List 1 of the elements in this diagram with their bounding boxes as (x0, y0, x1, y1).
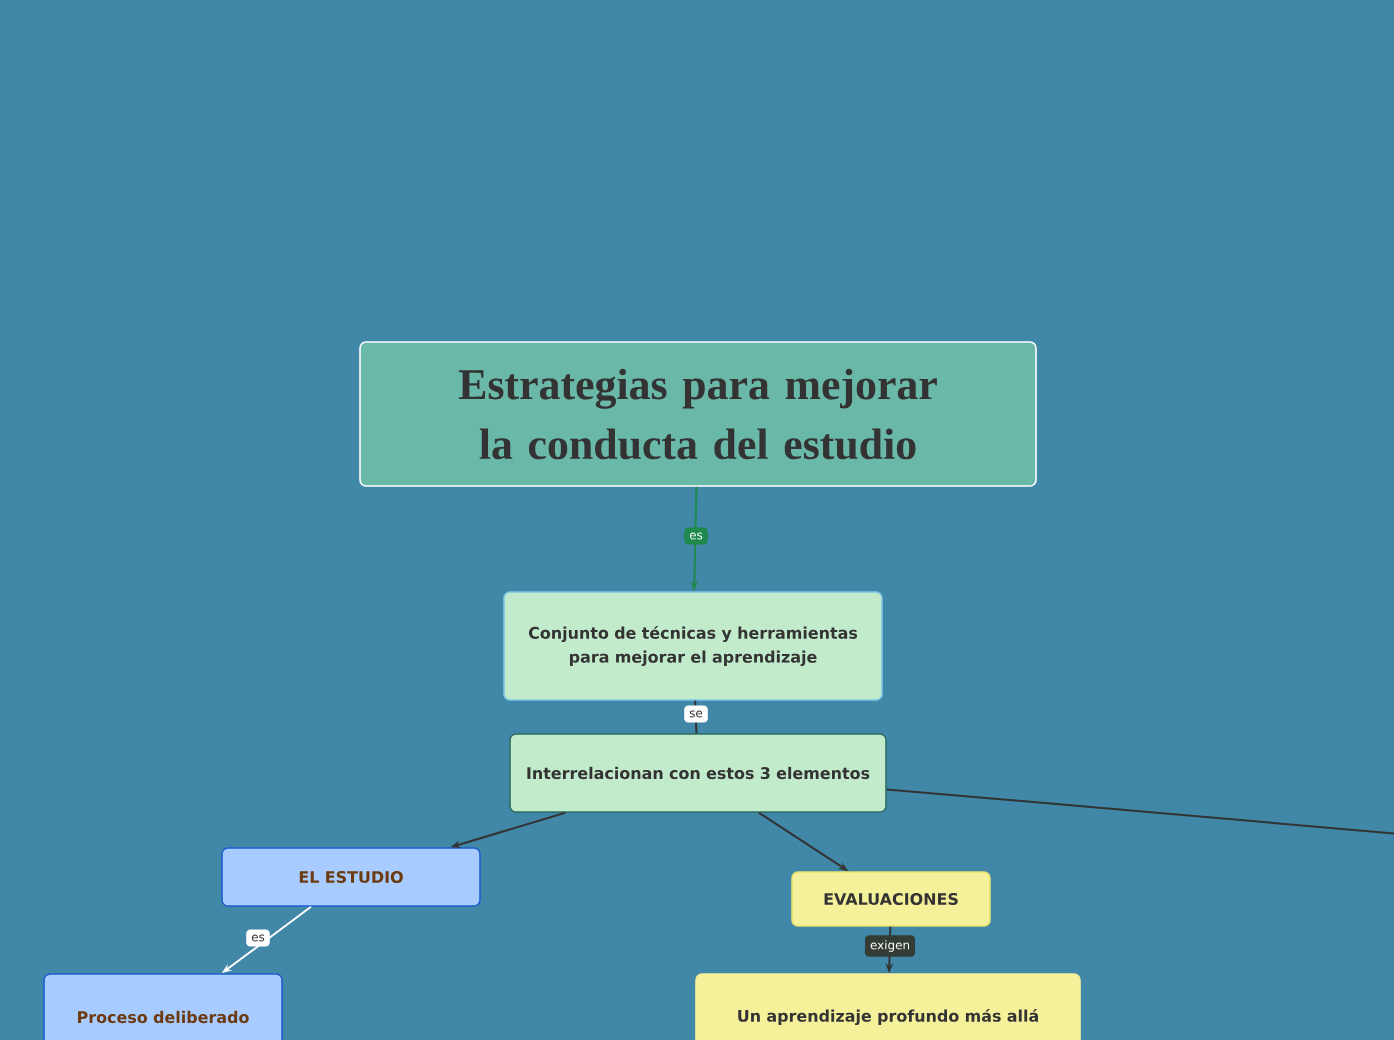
title-box: Estrategias para mejorar la conducta del estudio (359, 341, 1037, 487)
